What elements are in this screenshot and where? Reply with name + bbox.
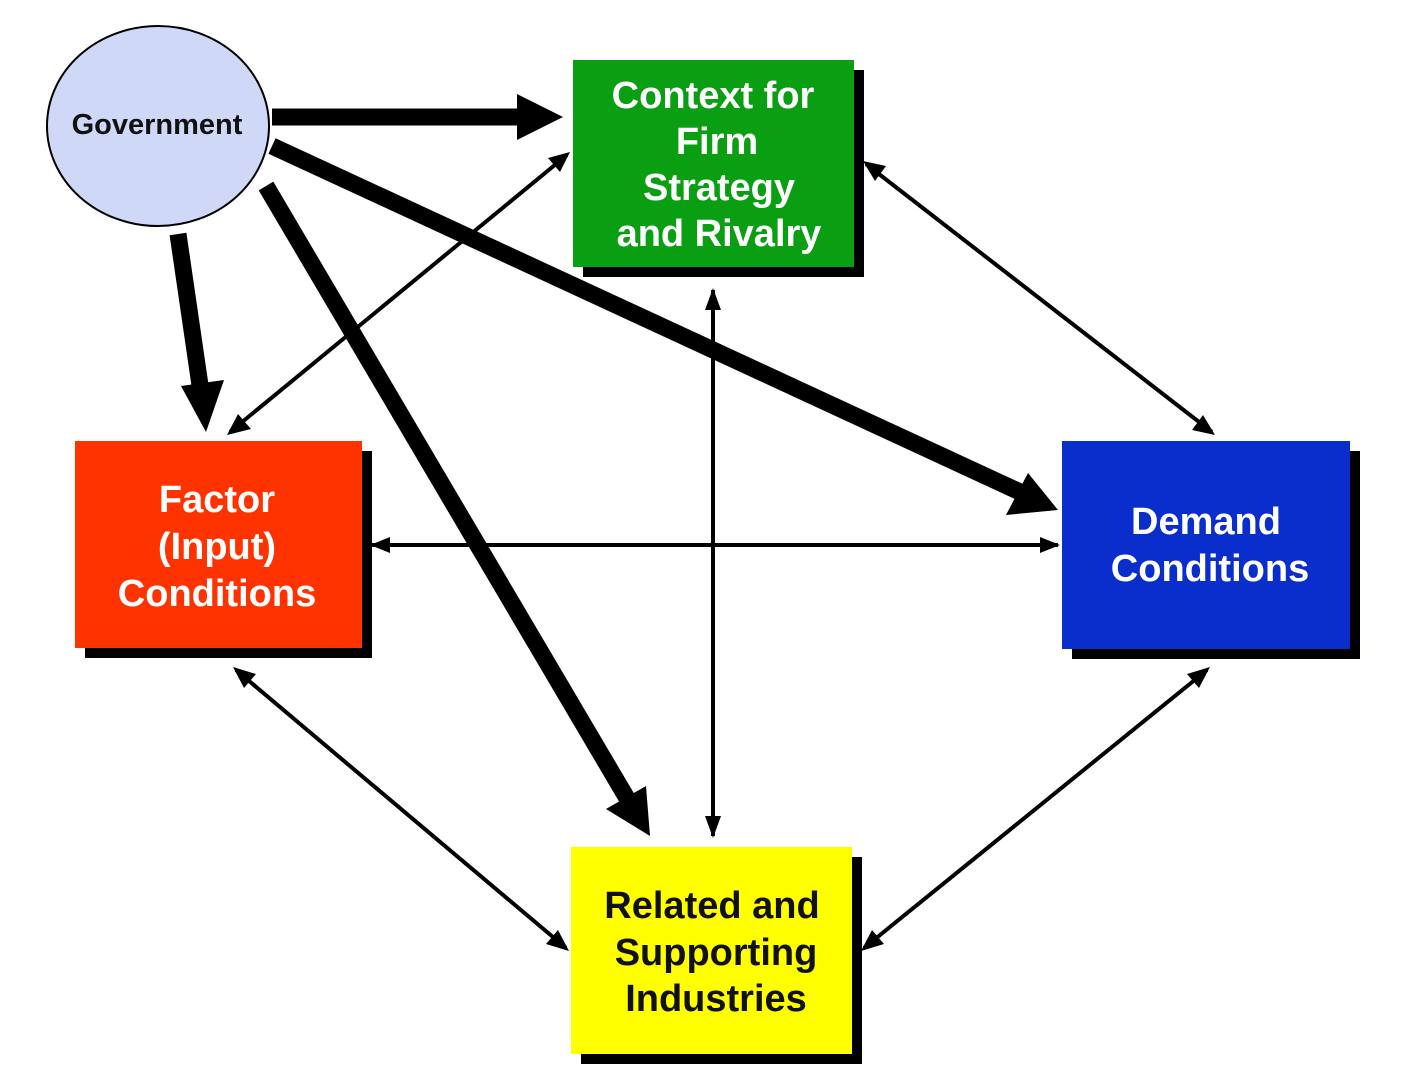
government-circle (46, 25, 270, 227)
government-influence-arrows (169, 94, 1058, 836)
context-label-line-4: and Rivalry (617, 213, 822, 255)
arrow-factor-context (228, 153, 569, 434)
factor-box (75, 441, 362, 648)
arrowhead-demand-from-related (1187, 667, 1210, 688)
context-box (573, 60, 854, 267)
related-label-line-1: Related and (604, 885, 819, 927)
government-label: Government (72, 109, 243, 141)
arrowhead-factor-from-context (227, 414, 251, 435)
factor-label-line-2: (Input) (158, 526, 276, 568)
arrow-government-factor (169, 232, 210, 394)
arrowhead-context-from-related (705, 288, 721, 310)
demand-box (1062, 441, 1350, 649)
arrowhead-context-from-factor (548, 152, 570, 172)
arrowhead-demand-from-context (1192, 415, 1215, 435)
arrowhead-demand-from-factor (1040, 537, 1060, 553)
demand-node: Demand Conditions (1062, 441, 1360, 659)
arrowhead-related-from-context (705, 816, 721, 838)
arrowhead-government-to-factor (181, 380, 224, 432)
related-label-line-3: Industries (625, 978, 807, 1020)
arrowhead-related-from-demand (861, 930, 884, 951)
related-node: Related and Supporting Industries (571, 847, 862, 1064)
related-box (571, 847, 852, 1054)
factor-label-line-3: Conditions (118, 573, 316, 615)
arrowhead-factor-from-related (233, 667, 256, 688)
demand-label-line-2: Conditions (1111, 548, 1309, 590)
context-label-line-1: Context for (612, 75, 815, 117)
related-label-line-2: Supporting (615, 932, 818, 974)
arrowhead-government-to-related (606, 786, 650, 836)
arrow-context-demand (864, 162, 1214, 434)
arrowhead-government-to-demand (1006, 473, 1058, 515)
demand-label-line-1: Demand (1131, 501, 1281, 543)
arrowhead-related-from-factor (546, 930, 569, 951)
arrow-government-demand (268, 138, 1024, 500)
arrowhead-context-from-demand (863, 161, 886, 181)
arrowhead-factor-from-demand (370, 537, 390, 553)
factor-label-line-1: Factor (159, 479, 275, 521)
government-node: Government (46, 25, 270, 227)
context-label-line-2: Firm (676, 121, 758, 163)
arrow-demand-related (862, 668, 1209, 950)
context-label-line-3: Strategy (643, 167, 795, 209)
arrowhead-government-to-context (517, 94, 563, 140)
arrow-government-related (258, 181, 636, 805)
context-node: Context for Firm Strategy and Rivalry (573, 60, 864, 277)
factor-node: Factor (Input) Conditions (75, 441, 372, 658)
arrow-factor-related (234, 668, 568, 950)
